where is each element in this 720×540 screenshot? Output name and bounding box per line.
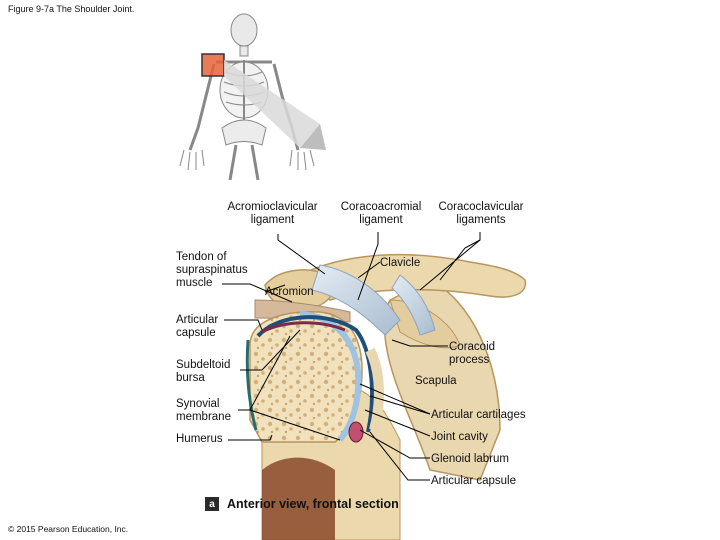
shoulder-highlight [202, 54, 224, 76]
label-glenoid-labrum: Glenoid labrum [431, 453, 509, 465]
glenoid-labrum [348, 421, 364, 443]
subdeltoid-bursa [261, 321, 346, 334]
label-scapula: Scapula [415, 375, 457, 387]
label-humerus: Humerus [176, 433, 223, 445]
copyright: © 2015 Pearson Education, Inc. [8, 524, 129, 534]
label-articular-capsule-right: Articular capsule [431, 475, 517, 487]
label-articular-cartilages: Articular cartilages [431, 409, 526, 421]
callout-arrowhead [300, 124, 326, 150]
view-letter: a [205, 497, 219, 511]
medullary-cavity [262, 457, 335, 540]
label-acromion: Acromion [265, 286, 314, 298]
glenoid-cavity [365, 347, 384, 432]
view-caption: a Anterior view, frontal section [205, 497, 399, 511]
articular-cartilage [299, 311, 362, 442]
figure-title: Figure 9-7a The Shoulder Joint. [8, 4, 135, 14]
coracoclavicular-ligament [391, 274, 436, 336]
synovial-membrane [245, 339, 258, 431]
label-clavicle: Clavicle [380, 257, 421, 269]
leader-lines [222, 232, 481, 481]
callout-wedge [224, 60, 320, 148]
view-caption-text: Anterior view, frontal section [227, 497, 399, 511]
label-joint-cavity: Joint cavity [431, 431, 488, 443]
coracoacromial-ligament [311, 264, 401, 336]
